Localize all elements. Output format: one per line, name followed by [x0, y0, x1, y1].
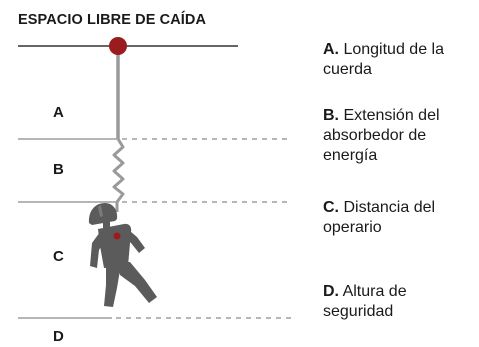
legend-letter-a: A. — [323, 41, 339, 58]
fallen-worker-icon — [88, 203, 157, 307]
legend-letter-b: B. — [323, 107, 339, 124]
legend-item-d: D. Altura de seguridad — [323, 282, 475, 322]
zone-label-d: D — [53, 328, 64, 345]
legend-item-c: C. Distancia del operario — [323, 198, 475, 238]
zigzag-absorber-icon — [112, 138, 125, 212]
zone-label-b: B — [53, 161, 64, 178]
legend-text-c: Distancia del operario — [323, 199, 436, 236]
anchor-point-icon — [109, 37, 127, 55]
diagram-title: ESPACIO LIBRE DE CAÍDA — [18, 12, 207, 28]
legend-item-a: A. Longitud de la cuerda — [323, 40, 475, 80]
legend-text-a: Longitud de la cuerda — [323, 41, 444, 78]
legend-letter-d: D. — [323, 283, 339, 300]
zone-label-c: C — [53, 248, 64, 265]
harness-attachment-point — [113, 232, 121, 240]
legend-text-b: Extensión del absorbedor de energía — [323, 107, 440, 164]
legend-item-b: B. Extensión del absorbedor de energía — [323, 106, 475, 166]
legend-text-d: Altura de seguridad — [323, 283, 407, 320]
legend-letter-c: C. — [323, 199, 339, 216]
zone-label-a: A — [53, 104, 64, 121]
